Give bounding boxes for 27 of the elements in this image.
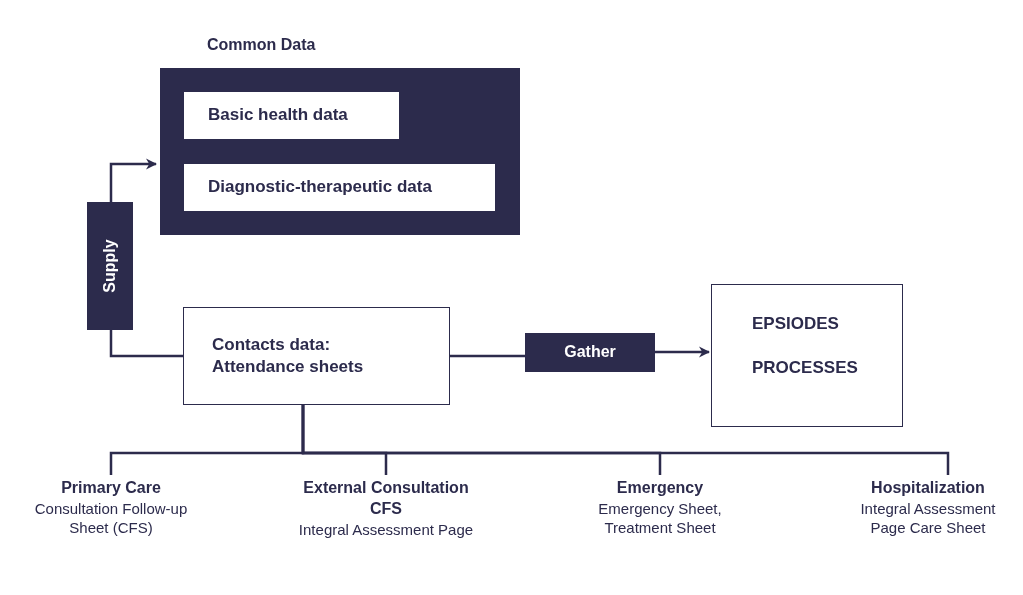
connector [109, 158, 158, 202]
label-box [525, 333, 655, 372]
category-heading: Hospitalization [870, 478, 986, 498]
box-label: Supply [99, 239, 119, 293]
category-description: Consultation Follow-up Sheet (CFS) [33, 498, 189, 538]
box-label: Diagnostic-therapeutic data [208, 176, 432, 199]
panel-heading: Common Data [207, 35, 316, 55]
label-box [87, 202, 133, 330]
box-label: Basic health data [208, 104, 348, 127]
connector [109, 330, 183, 358]
category-description: Emergency Sheet, Treatment Sheet [597, 498, 723, 538]
connector [655, 346, 711, 358]
connector [450, 354, 525, 358]
process-box [183, 307, 450, 405]
list-item: PROCESSES [752, 357, 859, 380]
data-box [184, 92, 399, 139]
category-heading: External Consultation CFS [302, 478, 470, 519]
box-label: Contacts data: Attendance sheets [212, 333, 365, 378]
category-description: Integral Assessment Page Care Sheet [859, 498, 997, 538]
list-item: EPSIODES [752, 313, 840, 335]
category-heading: Emergency [615, 478, 705, 498]
category-description: Integral Assessment Page [297, 519, 475, 540]
category-heading: Primary Care [60, 478, 162, 498]
result-box [711, 284, 903, 427]
data-box [184, 164, 495, 211]
box-label: Gather [564, 342, 616, 363]
connector [301, 405, 950, 475]
